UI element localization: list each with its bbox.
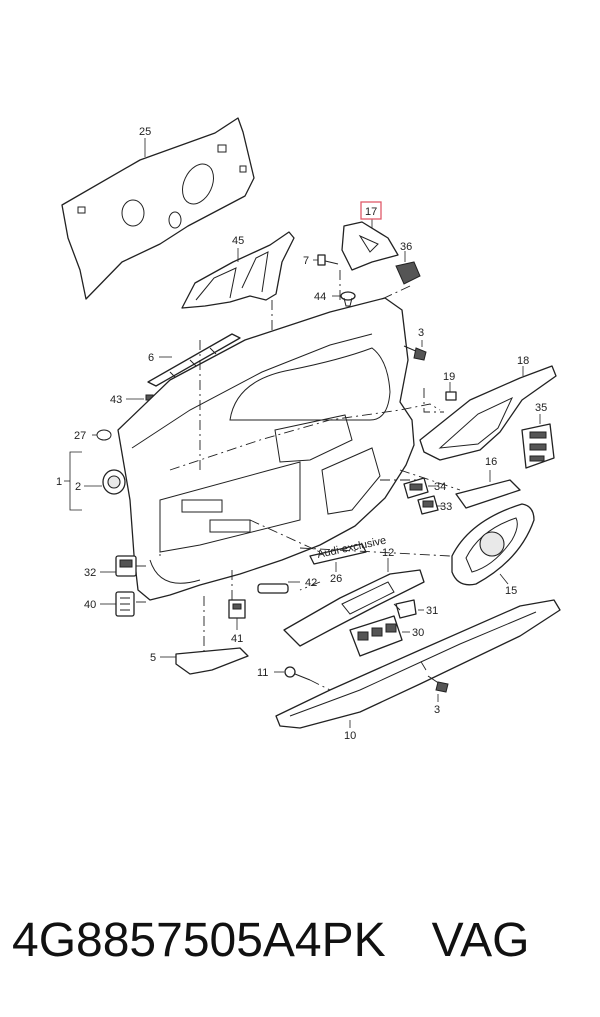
part-19-clip (445, 382, 457, 401)
part-30-window-switch-block (349, 615, 410, 657)
label-3-upper: 3 (418, 327, 424, 339)
part-2-round-unit (84, 469, 126, 495)
part-42-light (257, 581, 300, 594)
label-15: 15 (505, 585, 517, 597)
label-43: 43 (110, 394, 122, 406)
label-3-lower: 3 (434, 704, 440, 716)
part-6-trim-strip (147, 333, 241, 387)
label-26: 26 (330, 573, 342, 585)
label-45: 45 (232, 235, 244, 247)
label-36: 36 (400, 241, 412, 253)
label-30: 30 (412, 627, 424, 639)
label-27: 27 (74, 430, 86, 442)
label-11: 11 (257, 667, 268, 679)
part-44-clip (332, 291, 356, 307)
label-1: 1 (56, 476, 62, 488)
label-44: 44 (314, 291, 326, 303)
label-34: 34 (434, 481, 446, 493)
label-42: 42 (305, 577, 317, 589)
label-40: 40 (84, 599, 96, 611)
part-number: 4G8857505A4PK (12, 913, 386, 967)
label-6: 6 (148, 352, 154, 364)
part-5-lower-trim (160, 647, 249, 675)
label-5: 5 (150, 652, 156, 664)
part-17-mirror-cover (341, 219, 399, 271)
callout-labels: 25 17 45 36 7 44 3 6 18 19 43 35 27 1 2 … (56, 126, 547, 742)
part-27-grommet (92, 429, 112, 441)
part-32-switch (100, 555, 137, 577)
label-16: 16 (485, 456, 497, 468)
part-11-screw (274, 666, 311, 681)
label-31: 31 (426, 605, 438, 617)
part-35-switch-unit (521, 414, 555, 469)
part-16-bezel (455, 470, 521, 509)
part-40-switch (100, 591, 135, 617)
label-35: 35 (535, 402, 547, 414)
label-25: 25 (139, 126, 151, 138)
part-10-armrest (275, 599, 561, 729)
part-41-connector (228, 599, 246, 630)
label-18: 18 (517, 355, 529, 367)
part-33-switch (417, 495, 444, 515)
label-41: 41 (231, 633, 243, 645)
part-7-screw (313, 254, 339, 266)
label-7: 7 (303, 255, 309, 267)
part-15-speaker-cover (451, 503, 535, 586)
exploded-parts-diagram: Audi exclusive (56, 117, 561, 742)
label-17: 17 (365, 206, 377, 218)
label-32: 32 (84, 567, 96, 579)
part-34-switch (403, 477, 436, 499)
part-3-upper-bolt (403, 340, 427, 361)
part-12-armrest-frame (283, 558, 425, 647)
part-1-door-trim-panel (64, 297, 415, 601)
label-33: 33 (440, 501, 452, 513)
part-36-connector (395, 251, 421, 285)
part-45-bracket (181, 231, 295, 309)
brand-name: VAG (431, 913, 530, 967)
label-10: 10 (344, 730, 356, 742)
label-12: 12 (382, 547, 394, 559)
label-2: 2 (75, 481, 81, 493)
part-31-switch (395, 599, 424, 619)
assembly-lines (136, 270, 461, 691)
label-17-highlight-box (360, 201, 382, 220)
label-19: 19 (443, 371, 455, 383)
part-3-lower-bolt (427, 675, 449, 702)
part-25-insulation-panel (61, 117, 255, 300)
part-number-caption: 4G8857505A4PK VAG (12, 902, 592, 978)
part-18-trim-insert (419, 365, 557, 461)
